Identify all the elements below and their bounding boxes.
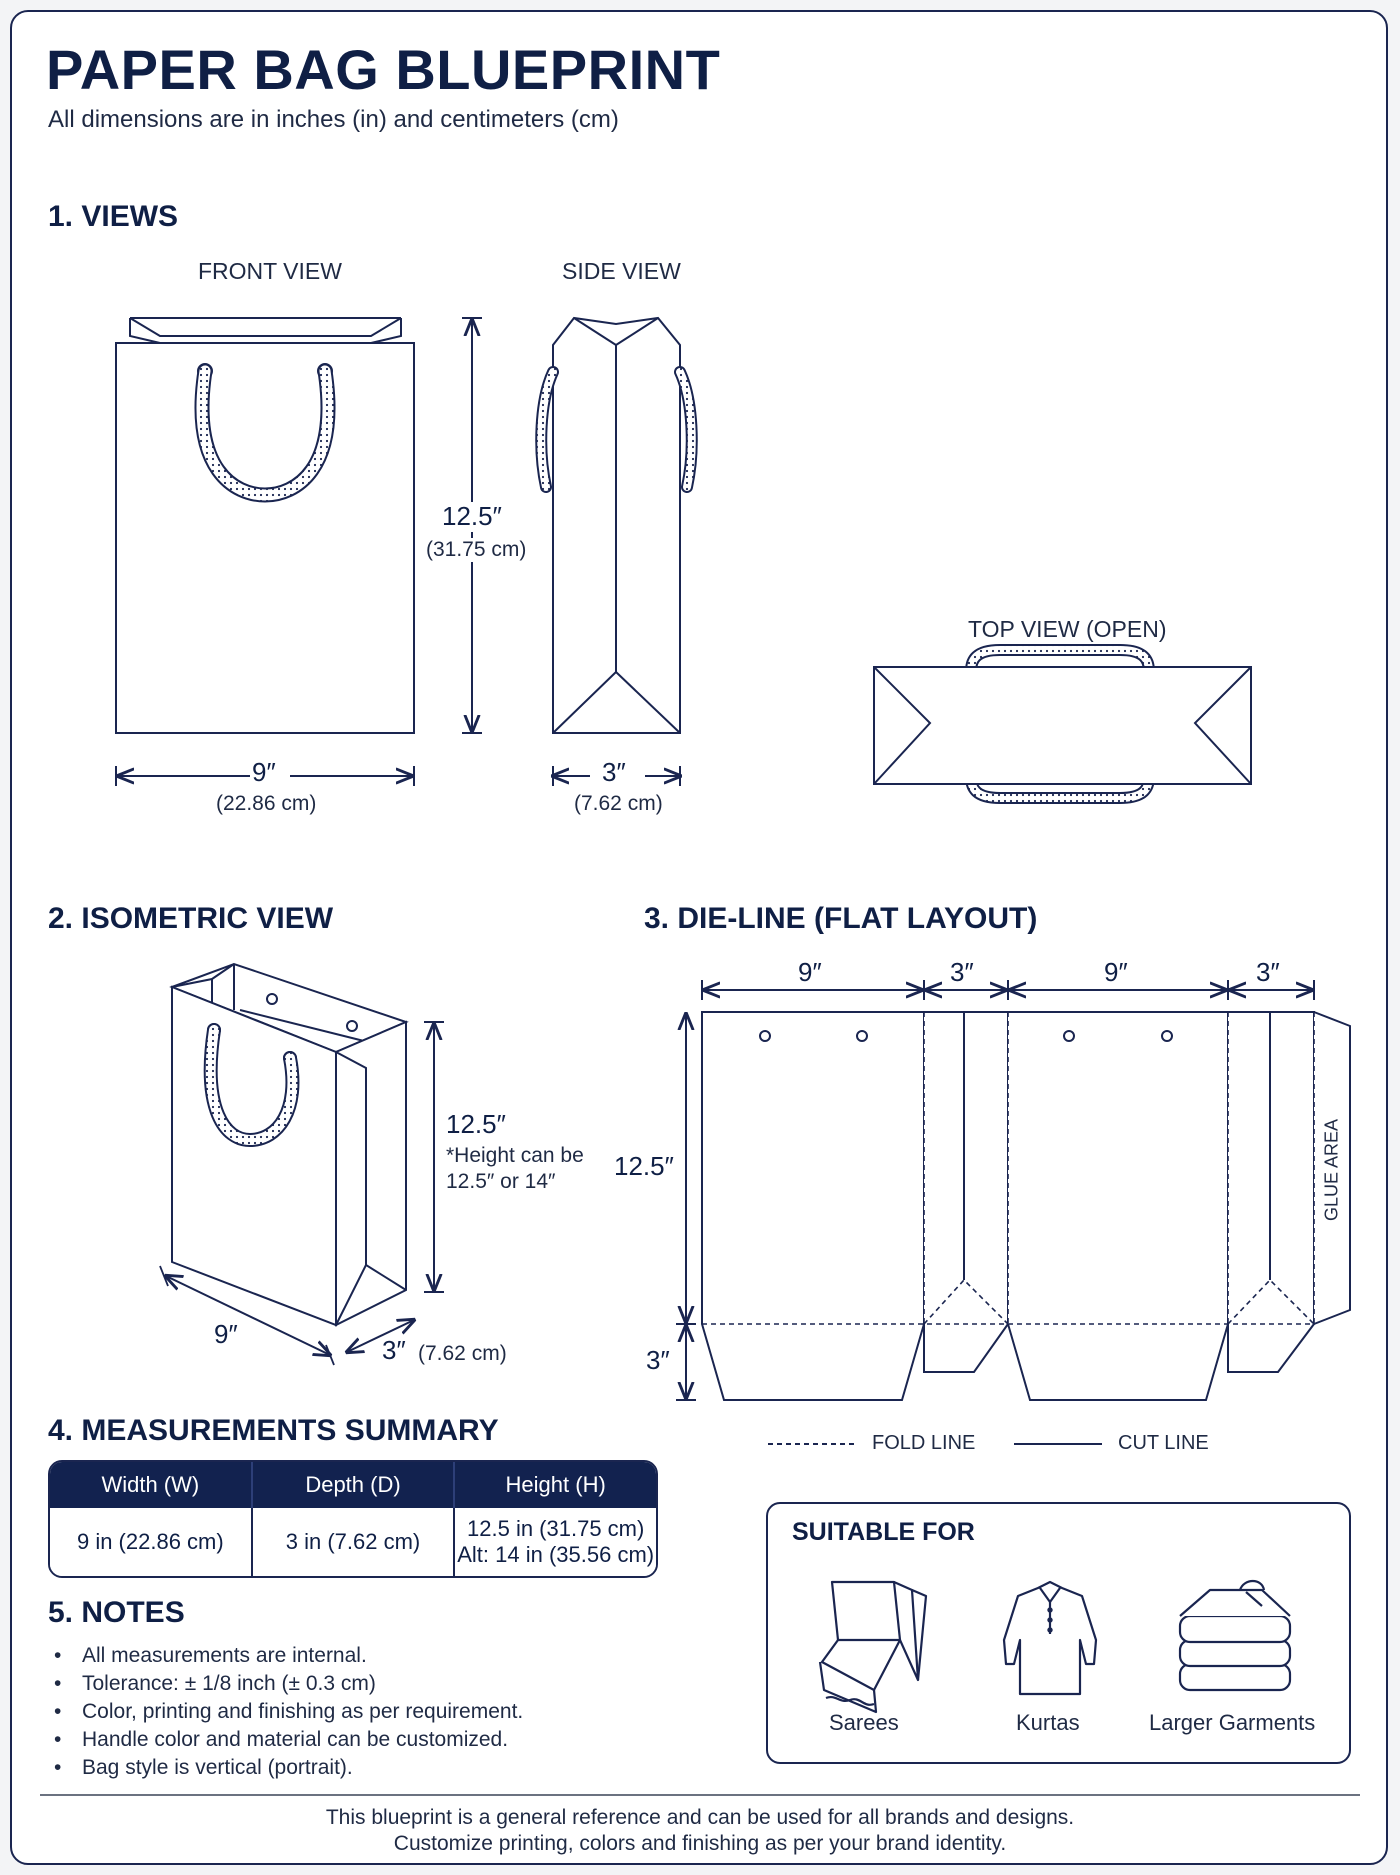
folded-garments-icon bbox=[1178, 1579, 1292, 1692]
list-item: Bag style is vertical (portrait). bbox=[48, 1754, 523, 1782]
section-measurements-heading: 4. MEASUREMENTS SUMMARY bbox=[48, 1414, 499, 1447]
footer-line-1: This blueprint is a general reference an… bbox=[325, 1806, 1075, 1829]
dieline-panel-3-width: 9″ bbox=[1104, 957, 1128, 987]
header-depth: Depth (D) bbox=[253, 1462, 456, 1508]
header-width: Width (W) bbox=[50, 1462, 253, 1508]
dieline-height-inches: 12.5″ bbox=[614, 1151, 674, 1181]
top-view-drawing bbox=[873, 644, 1252, 804]
dieline-panel-4-width: 3″ bbox=[1256, 957, 1280, 987]
section-notes-heading: 5. NOTES bbox=[48, 1596, 185, 1629]
front-width-inches: 9″ bbox=[252, 757, 276, 787]
cell-width: 9 in (22.86 cm) bbox=[50, 1508, 253, 1576]
measurements-table-row: 9 in (22.86 cm) 3 in (7.62 cm) 12.5 in (… bbox=[50, 1508, 656, 1576]
cell-depth: 3 in (7.62 cm) bbox=[253, 1508, 456, 1576]
iso-depth-inches: 3″ bbox=[382, 1335, 406, 1365]
suitable-for-heading: SUITABLE FOR bbox=[792, 1518, 975, 1546]
top-view-label: TOP VIEW (OPEN) bbox=[968, 616, 1167, 642]
measurements-table-header: Width (W) Depth (D) Height (H) bbox=[50, 1462, 656, 1508]
list-item: Color, printing and finishing as per req… bbox=[48, 1698, 523, 1726]
side-depth-cm: (7.62 cm) bbox=[574, 792, 663, 815]
dieline-bottom-inches: 3″ bbox=[646, 1345, 670, 1375]
cell-height: 12.5 in (31.75 cm) Alt: 14 in (35.56 cm) bbox=[455, 1508, 656, 1576]
glue-area-label: GLUE AREA bbox=[1321, 1118, 1342, 1222]
front-view-drawing bbox=[115, 317, 482, 786]
suitable-item-larger-garments: Larger Garments bbox=[1149, 1710, 1316, 1735]
cell-height-value: 12.5 in (31.75 cm) bbox=[467, 1515, 645, 1541]
list-item: Handle color and material can be customi… bbox=[48, 1726, 523, 1754]
iso-height-note-1: *Height can be bbox=[446, 1144, 584, 1167]
front-height-cm: (31.75 cm) bbox=[422, 538, 531, 563]
footer-line-2: Customize printing, colors and finishing… bbox=[393, 1832, 1007, 1855]
legend-cut-label: CUT LINE bbox=[1118, 1432, 1209, 1454]
iso-height-note-2: 12.5″ or 14″ bbox=[446, 1170, 556, 1193]
page-subtitle: All dimensions are in inches (in) and ce… bbox=[48, 106, 619, 133]
section-isometric-heading: 2. ISOMETRIC VIEW bbox=[48, 902, 334, 935]
suitable-item-sarees: Sarees bbox=[829, 1710, 899, 1735]
iso-depth-cm: (7.62 cm) bbox=[418, 1342, 507, 1365]
side-view-drawing bbox=[535, 316, 698, 786]
measurements-table: Width (W) Depth (D) Height (H) 9 in (22.… bbox=[48, 1460, 658, 1578]
kurta-icon bbox=[1002, 1580, 1098, 1696]
dieline-drawing bbox=[676, 980, 1351, 1401]
section-views-heading: 1. VIEWS bbox=[48, 200, 179, 233]
front-width-cm: (22.86 cm) bbox=[216, 792, 317, 815]
side-depth-inches: 3″ bbox=[602, 757, 626, 787]
dieline-panel-1-width: 9″ bbox=[798, 957, 822, 987]
list-item: All measurements are internal. bbox=[48, 1642, 523, 1670]
dieline-fold-lines bbox=[702, 1012, 1315, 1325]
suitable-item-kurtas: Kurtas bbox=[1016, 1710, 1080, 1735]
cell-height-alt: Alt: 14 in (35.56 cm) bbox=[457, 1542, 655, 1567]
isometric-drawing bbox=[159, 962, 444, 1366]
header-height: Height (H) bbox=[505, 1472, 606, 1497]
saree-icon bbox=[818, 1580, 928, 1714]
iso-height-inches: 12.5″ bbox=[446, 1109, 506, 1139]
legend-fold-label: FOLD LINE bbox=[872, 1432, 976, 1454]
list-item: Tolerance: ± 1/8 inch (± 0.3 cm) bbox=[48, 1670, 523, 1698]
front-height-inches: 12.5″ bbox=[438, 501, 506, 532]
dieline-panel-2-width: 3″ bbox=[950, 957, 974, 987]
page-title: PAPER BAG BLUEPRINT bbox=[46, 38, 721, 101]
side-view-label: SIDE VIEW bbox=[562, 258, 681, 284]
suitable-for-panel bbox=[766, 1502, 1351, 1764]
footer-divider bbox=[40, 1794, 1360, 1796]
front-view-label: FRONT VIEW bbox=[198, 258, 342, 284]
section-dieline-heading: 3. DIE-LINE (FLAT LAYOUT) bbox=[644, 902, 1038, 935]
iso-width-inches: 9″ bbox=[214, 1319, 238, 1349]
notes-list: All measurements are internal. Tolerance… bbox=[48, 1642, 523, 1782]
